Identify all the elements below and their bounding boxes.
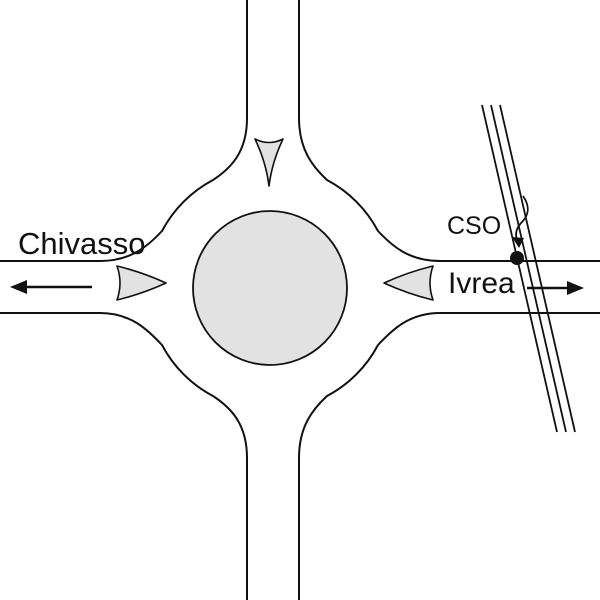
road-outline-bottom-right bbox=[298, 312, 600, 600]
crossing-dot bbox=[510, 251, 524, 265]
splitter-island-left bbox=[116, 265, 167, 301]
road-outline-top-left bbox=[0, 0, 248, 262]
label-ivrea: Ivrea bbox=[448, 267, 515, 300]
direction-arrowhead-right bbox=[567, 281, 584, 295]
label-chivasso: Chivasso bbox=[18, 226, 146, 261]
railway-line-3 bbox=[499, 104, 576, 433]
central-island bbox=[192, 210, 348, 366]
railway-line-2 bbox=[490, 104, 567, 433]
railway-line-1 bbox=[481, 104, 558, 433]
road-outline-bottom-left bbox=[0, 312, 248, 600]
road-outline-top-right bbox=[298, 0, 600, 262]
cso-pointer-arrow bbox=[515, 195, 529, 241]
cso-pointer-arrowhead bbox=[512, 237, 524, 248]
splitter-island-top bbox=[254, 138, 284, 187]
direction-arrowhead-left bbox=[10, 280, 27, 294]
label-cso: CSO bbox=[447, 212, 501, 240]
splitter-island-right bbox=[383, 265, 434, 301]
